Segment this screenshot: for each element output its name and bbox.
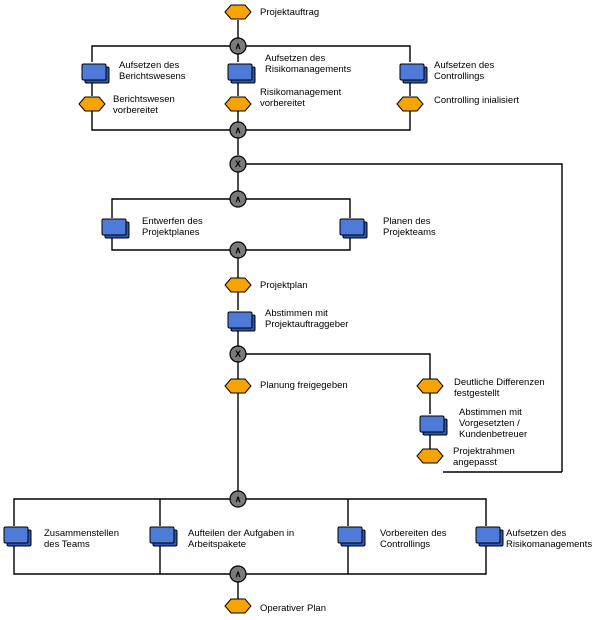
- event-projektauftrag-label: Projektauftrag: [260, 7, 319, 18]
- function-shape: [149, 526, 175, 544]
- function-planen-projektteams[interactable]: [339, 218, 368, 239]
- and-operator-symbol: ∧: [235, 194, 242, 204]
- and-operator-symbol: ∧: [235, 41, 242, 51]
- function-shape: [419, 415, 445, 433]
- function-shape: [81, 63, 107, 81]
- event-projektplan-label: Projektplan: [260, 280, 308, 291]
- event-shape: [396, 96, 424, 112]
- gateway-circle: [229, 190, 247, 208]
- gateway-circle: [229, 241, 247, 259]
- and-split-1: ∧: [229, 37, 247, 55]
- xor-split: X: [229, 345, 247, 363]
- function-vorbereiten-controlling[interactable]: [337, 526, 366, 547]
- event-shape: [224, 4, 252, 20]
- function-shape: [337, 526, 363, 544]
- and-join-3: ∧: [229, 565, 247, 583]
- xor-operator-symbol: X: [235, 349, 241, 359]
- event-controlling-initialisiert-label: Controlling inialisiert: [434, 95, 519, 106]
- event-shape: [224, 277, 252, 293]
- function-aufsetzen-risikomanagement[interactable]: [227, 63, 256, 84]
- event-deutliche-differenzen[interactable]: [416, 378, 444, 394]
- event-projektauftrag[interactable]: [224, 4, 252, 20]
- event-shape: [224, 378, 252, 394]
- gateway-circle: [229, 121, 247, 139]
- gateway-circle: [229, 565, 247, 583]
- event-shape: [224, 598, 252, 614]
- and-join-1: ∧: [229, 121, 247, 139]
- function-entwerfen-projektplan[interactable]: [101, 218, 130, 239]
- and-operator-symbol: ∧: [235, 245, 242, 255]
- gateway-circle: [229, 37, 247, 55]
- event-shape: [416, 448, 444, 464]
- event-risikomanagement-vorbereitet[interactable]: [224, 96, 252, 112]
- function-shape: [227, 311, 253, 329]
- gateway-circle: [229, 345, 247, 363]
- function-abstimmen-projektauftraggeber[interactable]: [227, 311, 256, 332]
- function-aufsetzen-berichtswesen[interactable]: [81, 63, 110, 84]
- event-planung-freigegeben-label: Planung freigegeben: [260, 380, 348, 391]
- event-operativer-plan[interactable]: [224, 598, 252, 614]
- event-shape: [416, 378, 444, 394]
- function-zusammenstellen-teams[interactable]: [3, 526, 32, 547]
- function-abstimmen-vorgesetzten[interactable]: [419, 415, 448, 436]
- function-shape: [227, 63, 253, 81]
- function-aufsetzen-risikomanagement-2[interactable]: [475, 526, 504, 547]
- gateway-circle: [229, 490, 247, 508]
- function-shape: [101, 218, 127, 236]
- and-operator-symbol: ∧: [235, 569, 242, 579]
- xor-operator-symbol: X: [235, 159, 241, 169]
- and-split-3: ∧: [229, 490, 247, 508]
- function-aufteilen-aufgaben[interactable]: [149, 526, 178, 547]
- event-berichtswesen-vorbereitet[interactable]: [78, 96, 106, 112]
- gateway-circle: [229, 155, 247, 173]
- event-projektrahmen-angepasst[interactable]: [416, 448, 444, 464]
- function-shape: [399, 63, 425, 81]
- xor-join-loop: X: [229, 155, 247, 173]
- event-controlling-initialisiert[interactable]: [396, 96, 424, 112]
- function-shape: [339, 218, 365, 236]
- function-shape: [475, 526, 501, 544]
- function-aufsetzen-controlling[interactable]: [399, 63, 428, 84]
- function-shape: [3, 526, 29, 544]
- event-operativer-plan-label: Operativer Plan: [260, 603, 326, 614]
- and-join-2: ∧: [229, 241, 247, 259]
- and-split-2: ∧: [229, 190, 247, 208]
- and-operator-symbol: ∧: [235, 494, 242, 504]
- event-shape: [224, 96, 252, 112]
- and-operator-symbol: ∧: [235, 125, 242, 135]
- event-shape: [78, 96, 106, 112]
- event-projektplan[interactable]: [224, 277, 252, 293]
- event-planung-freigegeben[interactable]: [224, 378, 252, 394]
